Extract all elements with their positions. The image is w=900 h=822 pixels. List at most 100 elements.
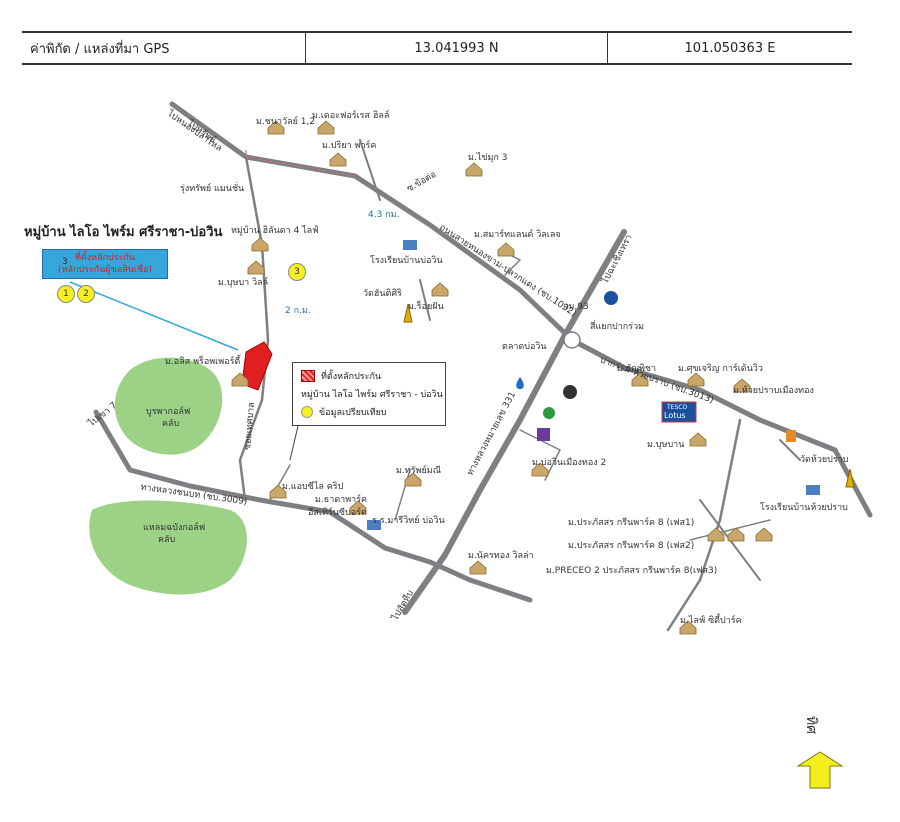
project-title: หมู่บ้าน ไลโอ ไพร์ม ศรีราชา-บ่อวิน	[24, 225, 223, 240]
house-marker	[727, 527, 745, 542]
dashed-route	[245, 156, 356, 177]
legend-collateral: ที่ตั้งหลักประกัน	[301, 369, 381, 383]
legend-comparison-label: ข้อมูลเปรียบเทียบ	[319, 408, 387, 418]
pointer-line	[69, 281, 239, 351]
house-marker	[707, 527, 725, 542]
gps-label: ค่าพิกัด / แหล่งที่มา GPS	[30, 41, 170, 57]
north-label: ทิศ	[803, 715, 820, 735]
house-marker	[687, 372, 705, 387]
place-label: ม.อลิส พร็อพเพอร์ตี้	[165, 357, 241, 367]
house-marker	[531, 462, 549, 477]
place-label: ม.ทรัพย์มณี	[396, 466, 442, 476]
distance-label-2: 2 ก.ม.	[285, 306, 311, 316]
place-label: ม.ร็อยฝัน	[408, 302, 444, 312]
place-label: ม.ห้วยปราบเมืองทอง	[733, 386, 814, 396]
distance-label-1: 4.3 กม.	[368, 210, 400, 220]
place-label: ม.PRECEO 2 ประภัสสร กรีนพาร์ค 8(เฟส3)	[546, 566, 718, 576]
comparison-marker-2: 2	[77, 285, 95, 303]
legend-pointer	[289, 425, 299, 461]
ptt-icon	[563, 385, 577, 399]
place-label: กม.93	[563, 302, 589, 312]
road-side-north	[359, 139, 381, 201]
house-marker	[431, 282, 449, 297]
gps-header: ค่าพิกัด / แหล่งที่มา GPS 13.041993 N 10…	[22, 31, 852, 65]
place-label: ม.แอบซีไล คริป	[282, 482, 344, 492]
place-label: ม.ไข่มุก 3	[468, 153, 508, 163]
place-label: ม.ศุขเจริญ การ์เด้นวิว	[678, 364, 763, 374]
house-marker	[469, 560, 487, 575]
comparison-marker-1: 1	[57, 285, 75, 303]
house-marker	[631, 372, 649, 387]
school-icon	[367, 520, 381, 530]
road-side-b	[419, 279, 431, 321]
north-arrow-icon	[796, 751, 844, 789]
road-3009	[93, 409, 533, 603]
house-marker	[251, 237, 269, 252]
place-label: ม.ชนาวัลย์ 1,2	[256, 117, 316, 127]
house-marker	[247, 260, 265, 275]
house-marker	[267, 120, 285, 135]
road-east-branch2	[689, 519, 771, 541]
tesco-lotus-sign	[661, 401, 697, 423]
road-side-d	[519, 429, 561, 481]
house-marker	[329, 152, 347, 167]
gas-icon	[516, 377, 524, 389]
house-marker	[349, 500, 367, 515]
place-label: สี่แยกปากร่วม	[590, 322, 645, 332]
seven-eleven-icon	[786, 430, 796, 442]
place-label: ม.บ่อวินเมืองทอง 2	[532, 458, 607, 468]
house-marker	[755, 527, 773, 542]
bank-icon	[604, 291, 618, 305]
golf-area-laem-chabang	[89, 500, 247, 595]
legend-project-label: หมู่บ้าน ไลโอ ไพร์ม ศรีราชา - บ่อวิน	[301, 390, 443, 400]
house-marker	[231, 372, 249, 387]
place-label: บูรพากอล์ฟ	[146, 407, 191, 417]
house-marker	[679, 620, 697, 635]
place-label: รุ่งทรัพย์ แมนชั่น	[180, 184, 245, 194]
place-label: ร.ร.มารีวิทย์ บ่อวิน	[372, 516, 445, 526]
place-label: ม.เดอะฟอร์เรส ฮิลล์	[312, 111, 390, 121]
place-label: ม.ไลฟ์ ซิตี้ปาร์ค	[680, 616, 742, 626]
place-label: ม.สมาร์ทแลนด์ วิลเลจ	[474, 230, 561, 240]
temple-icon	[845, 468, 855, 488]
house-marker	[497, 242, 515, 257]
scb-icon	[537, 428, 550, 441]
place-label: วัดห้วยปราบ	[800, 455, 849, 465]
house-marker	[269, 484, 287, 499]
gps-latitude: 13.041993 N	[305, 33, 607, 63]
school-icon	[403, 240, 417, 250]
place-label: ม.ประภัสสร กรีนพาร์ค 8 (เฟส2)	[568, 541, 695, 551]
place-label: ม.นัครทอง วิลล่า	[468, 551, 534, 561]
map-legend: ที่ตั้งหลักประกัน หมู่บ้าน ไลโอ ไพร์ม ศร…	[292, 362, 446, 426]
road-side-g	[779, 439, 801, 461]
place-label: อีสเทิร์นซีบอร์ด	[308, 508, 367, 518]
house-marker	[689, 432, 707, 447]
place-label: ม.ประภัสสร กรีนพาร์ค 8 (เฟส1)	[568, 518, 695, 528]
place-label: วัดฮันติศิริ	[363, 289, 402, 299]
roundabout	[563, 331, 581, 349]
comparison-marker-3: 3	[288, 263, 306, 281]
legend-comparison: ข้อมูลเปรียบเทียบ	[301, 405, 387, 419]
place-label: คลับ	[158, 535, 176, 545]
place-label: ตลาดบ่อวิน	[502, 342, 547, 352]
place-label: โรงเรียนบ้านห้วยปราบ	[760, 503, 848, 513]
place-label: ม.ปริยา พาร์ค	[322, 141, 377, 151]
place-label: หมู่บ้าน ฮิลันดา 4 ไลฟ์	[231, 226, 319, 236]
place-label: แหลมฉบังกอล์ฟ	[143, 523, 206, 533]
place-label: TESCO	[667, 404, 688, 411]
comparison-swatch	[301, 406, 313, 418]
info-box-line1: ที่ตั้งหลักประกัน	[74, 253, 136, 263]
house-marker	[404, 472, 422, 487]
legend-collateral-label: ที่ตั้งหลักประกัน	[321, 372, 382, 382]
school-icon	[806, 485, 820, 495]
info-box-line2: (หลักประกันผู้ขอสินเชื่อ)	[58, 265, 152, 275]
house-marker	[733, 378, 751, 393]
gps-longitude: 101.050363 E	[607, 33, 852, 63]
road-1032	[169, 101, 873, 518]
kbank-icon	[543, 407, 555, 419]
golf-area-burapha	[114, 357, 223, 455]
road-east-lower	[666, 418, 742, 632]
place-label: ม.ธาดาพาร์ค	[315, 495, 368, 505]
place-label: โรงเรียนบ้านบ่อวิน	[370, 256, 443, 266]
